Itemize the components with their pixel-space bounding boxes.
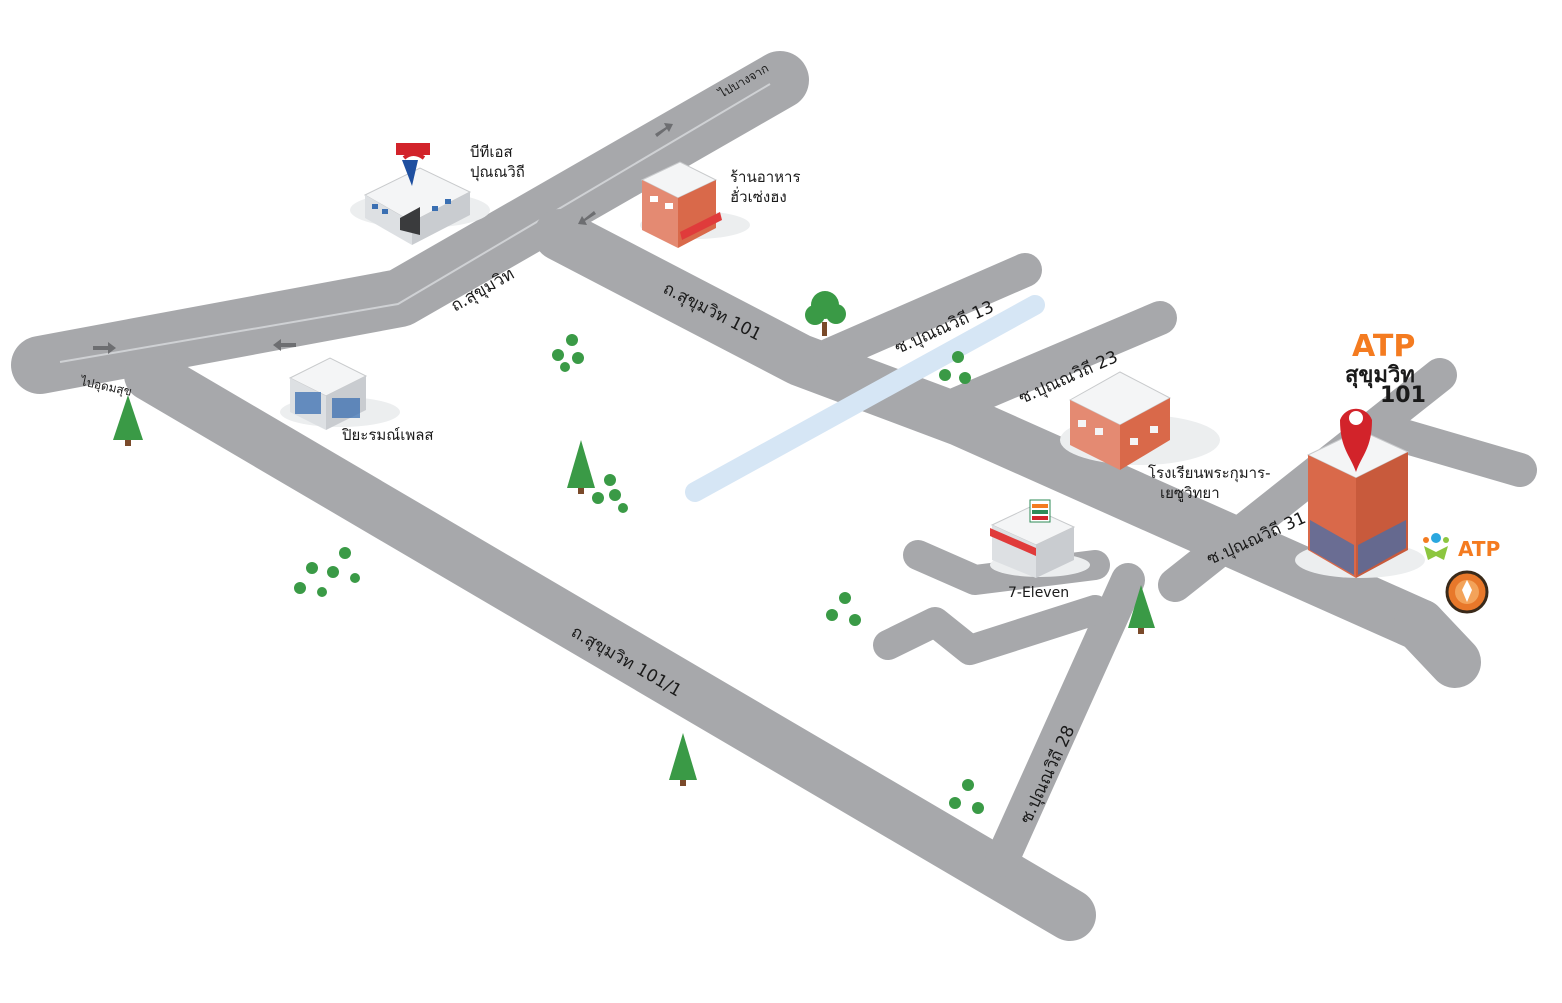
- school-building: [1060, 371, 1220, 470]
- road-side-2: [873, 595, 1110, 665]
- piyarom-building: [280, 357, 400, 430]
- atp-building: [1295, 429, 1425, 578]
- atp-heading-line2: 101: [1380, 383, 1426, 408]
- road-soi-28: [985, 563, 1145, 877]
- arrow-left-icon: [273, 339, 296, 351]
- tree-icon: [567, 440, 595, 494]
- trees-layer: [113, 291, 1155, 814]
- traffic-arrows: [93, 123, 673, 354]
- road-soi-13: [813, 253, 1042, 372]
- school-label-line2: เยซูวิทยา: [1160, 484, 1220, 502]
- shrub-cluster-icon: [294, 547, 360, 597]
- atp-brand-heading: ATP: [1352, 329, 1415, 364]
- shrub-cluster-icon: [552, 334, 584, 372]
- tree-icon: [1128, 585, 1155, 634]
- awning-icon: [680, 212, 722, 240]
- bts-label-line2: ปุณณวิถี: [470, 163, 525, 182]
- tree-icon: [669, 733, 697, 786]
- school-label-line1: โรงเรียนพระกุมาร-: [1148, 464, 1271, 483]
- school-seal-icon: [1445, 570, 1489, 614]
- entrance-icon: [400, 207, 420, 235]
- atp-logo-icon: [1423, 533, 1449, 560]
- arrow-up-right-icon: [655, 123, 673, 137]
- location-pin-icon: [1340, 408, 1372, 472]
- restaurant-label-line2: ฮั่วเซ่งฮง: [730, 186, 787, 206]
- arrow-down-left-icon: [578, 211, 596, 225]
- tree-icon: [113, 395, 143, 446]
- bts-logo-icon: [396, 143, 430, 186]
- seven-eleven-logo-icon: [1029, 499, 1051, 523]
- awning-icon: [990, 528, 1036, 556]
- bts-station: [350, 143, 490, 245]
- shrub-cluster-icon: [949, 779, 984, 814]
- road-soi-31-branch: [1383, 418, 1537, 487]
- canal: [685, 295, 1045, 502]
- atp-heading-line1: สุขุมวิท: [1345, 363, 1415, 389]
- road-soi-31: [1158, 358, 1457, 602]
- shrub-cluster-icon: [592, 474, 628, 513]
- road-sukhumvit-101-end: [1394, 599, 1481, 688]
- restaurant-building: [640, 161, 750, 248]
- shrub-cluster-icon: [939, 351, 971, 384]
- seven-eleven-label: 7-Eleven: [1008, 585, 1069, 601]
- piyarom-label: ปิยะรมณ์เพลส: [341, 426, 434, 444]
- road-sukhumvit-101-1: [124, 349, 1096, 941]
- road-soi-23: [938, 301, 1177, 422]
- seven-eleven-store: [990, 499, 1090, 578]
- shrub-cluster-icon: [826, 592, 861, 626]
- restaurant-label-line1: ร้านอาหาร: [730, 168, 801, 186]
- bts-label-line1: บีทีเอส: [470, 143, 513, 161]
- arrow-right-icon: [93, 342, 116, 354]
- tree-icon: [805, 291, 846, 336]
- road-sukhumvit-centerline: [59, 83, 771, 363]
- atp-logo-text: ATP: [1458, 537, 1500, 561]
